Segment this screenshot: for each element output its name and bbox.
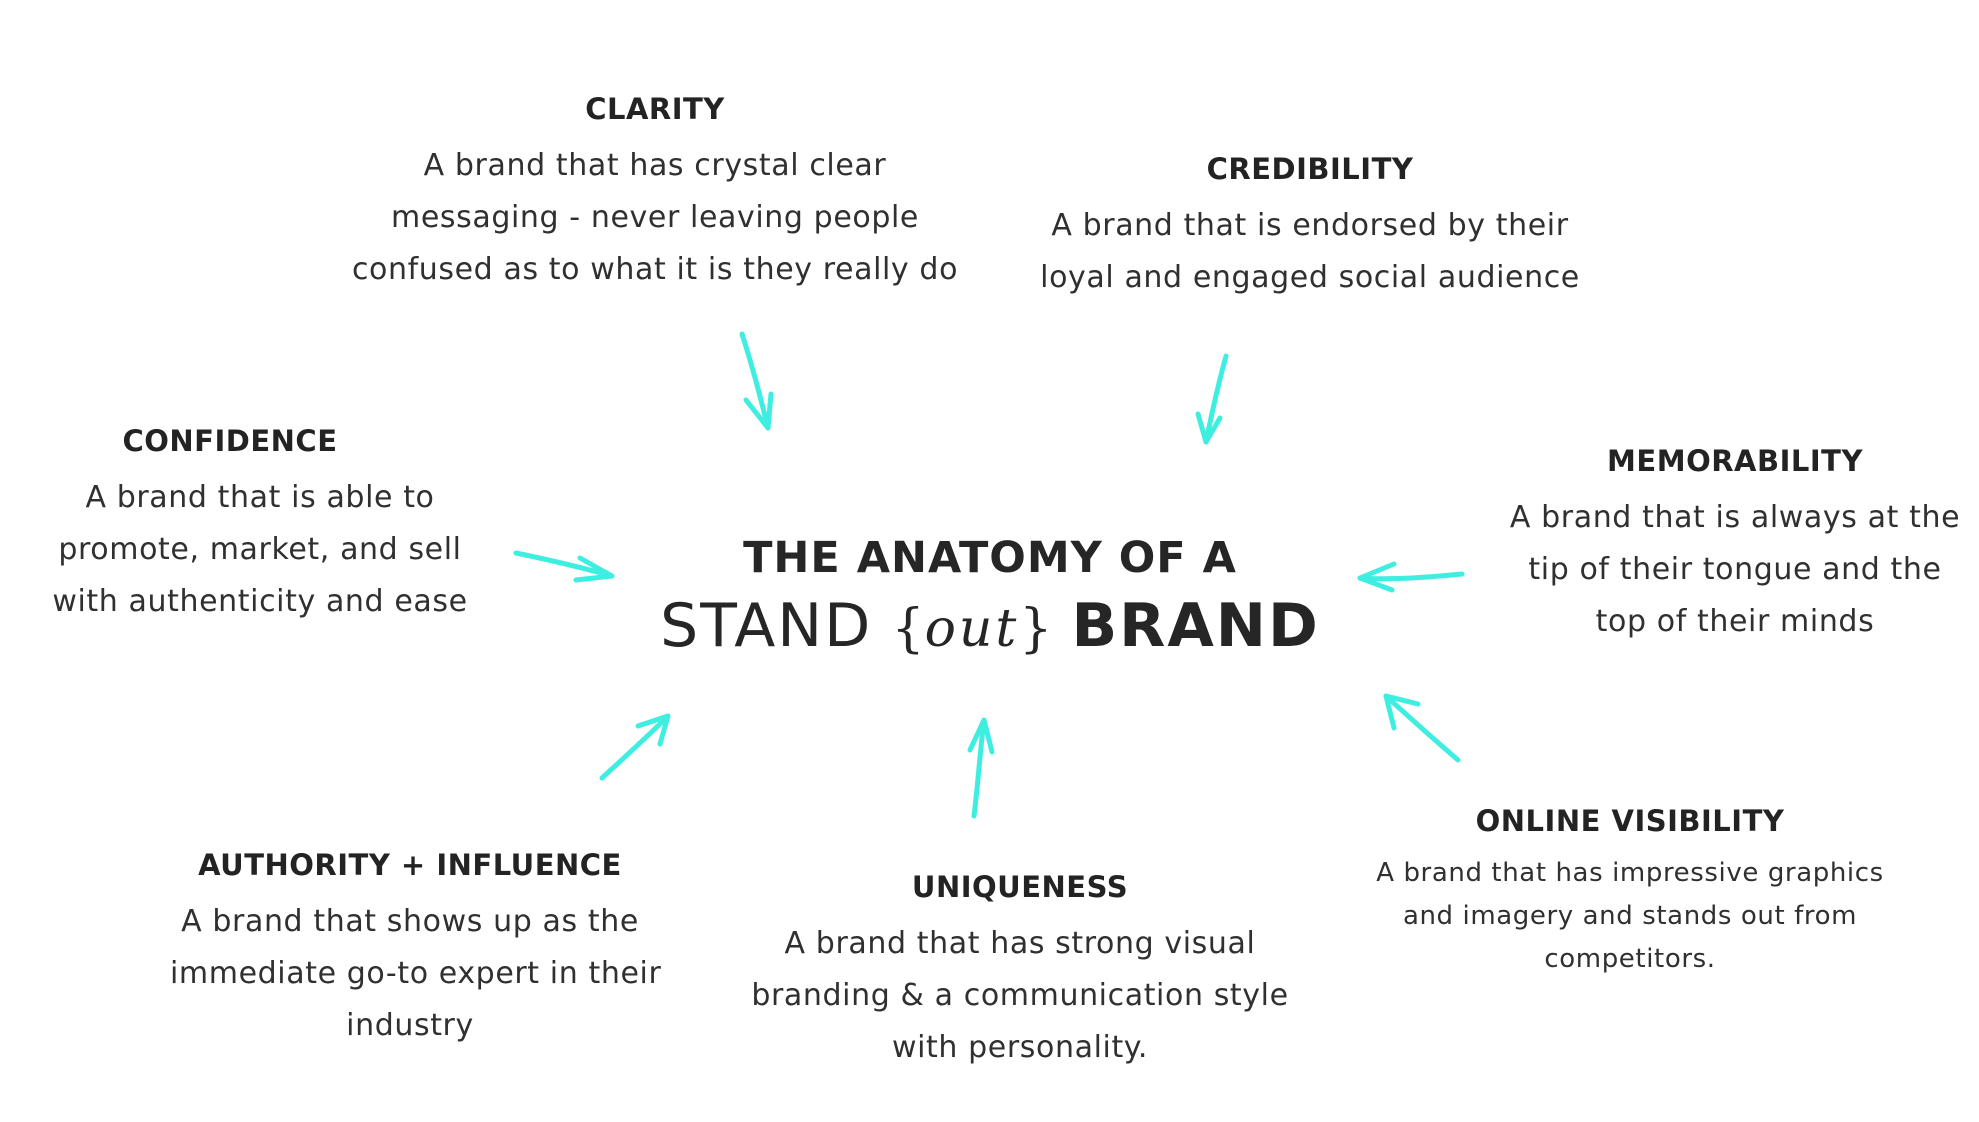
close-brace: }	[1019, 599, 1053, 659]
arrow-from-memorability-shaft	[1357, 571, 1465, 582]
center-title-line-1: THE ANATOMY OF A	[743, 533, 1237, 583]
memorability-line-3: top of their minds	[1595, 604, 1875, 639]
arrow-from-credibility	[1195, 353, 1229, 445]
confidence-line-2: promote, market, and sell	[58, 532, 462, 567]
arrow-from-credibility-shaft	[1203, 353, 1229, 445]
out-word: out	[924, 599, 1020, 659]
center-title: THE ANATOMY OF A STAND {out} BRAND	[620, 528, 1360, 667]
uniqueness-title: UNIQUENESS	[911, 870, 1129, 904]
arrow-from-confidence-head	[573, 555, 615, 583]
open-brace: {	[891, 599, 925, 659]
confidence-block: CONFIDENCE A brand that is able to promo…	[50, 424, 470, 628]
online-visibility-block: ONLINE VISIBILITY A brand that has impre…	[1370, 804, 1890, 981]
arrow-from-uniqueness-shaft	[971, 717, 987, 819]
clarity-title: CLARITY	[585, 92, 725, 126]
clarity-line-1: A brand that has crystal clear	[423, 148, 887, 183]
authority-influence-line-2: immediate go-to expert in their	[170, 956, 662, 991]
arrow-from-online-visibility	[1383, 693, 1461, 763]
uniqueness-line-2: branding & a communication style	[751, 978, 1289, 1013]
online-visibility-line-3: competitors.	[1544, 944, 1716, 974]
uniqueness-line-1: A brand that has strong visual	[784, 926, 1256, 961]
memorability-block: MEMORABILITY A brand that is always at t…	[1500, 444, 1970, 648]
memorability-line-2: tip of their tongue and the	[1528, 552, 1942, 587]
memorability-line-1: A brand that is always at the	[1509, 500, 1961, 535]
authority-influence-title: AUTHORITY + INFLUENCE	[198, 848, 622, 882]
uniqueness-block: UNIQUENESS A brand that has strong visua…	[740, 870, 1300, 1074]
credibility-block: CREDIBILITY A brand that is endorsed by …	[1040, 152, 1580, 304]
authority-influence-block: AUTHORITY + INFLUENCE A brand that shows…	[170, 848, 662, 1052]
arrow-from-memorability	[1357, 561, 1465, 593]
arrow-from-uniqueness-head	[967, 717, 995, 755]
confidence-line-1: A brand that is able to	[85, 480, 435, 515]
confidence-title: CONFIDENCE	[122, 424, 338, 458]
arrow-from-clarity	[739, 331, 774, 431]
credibility-line-1: A brand that is endorsed by their	[1051, 208, 1569, 243]
arrow-from-confidence-shaft	[513, 550, 615, 579]
brand-word: BRAND	[1071, 591, 1320, 661]
uniqueness-line-3: with personality.	[891, 1030, 1149, 1065]
online-visibility-title: ONLINE VISIBILITY	[1475, 804, 1785, 838]
online-visibility-line-1: A brand that has impressive graphics	[1376, 858, 1884, 888]
memorability-title: MEMORABILITY	[1607, 444, 1863, 478]
arrow-from-memorability-head	[1357, 561, 1397, 593]
authority-influence-line-3: industry	[346, 1008, 474, 1043]
arrow-from-clarity-head	[743, 391, 774, 431]
authority-influence-line-1: A brand that shows up as the	[181, 904, 639, 939]
center-title-line-2: STAND {out} BRAND	[620, 588, 1360, 667]
arrow-from-credibility-head	[1195, 411, 1223, 445]
credibility-title: CREDIBILITY	[1206, 152, 1414, 186]
confidence-line-3: with authenticity and ease	[52, 584, 468, 619]
stand-word: STAND	[660, 591, 873, 661]
arrow-from-online-visibility-shaft	[1383, 693, 1461, 763]
arrow-from-authority-head	[635, 713, 671, 747]
arrow-from-clarity-shaft	[739, 331, 771, 431]
clarity-line-2: messaging - never leaving people	[391, 200, 919, 235]
arrow-from-authority	[599, 713, 671, 781]
credibility-line-2: loyal and engaged social audience	[1040, 260, 1580, 295]
online-visibility-line-2: and imagery and stands out from	[1402, 901, 1858, 931]
clarity-line-3: confused as to what it is they really do	[351, 252, 959, 287]
arrow-from-confidence	[513, 550, 615, 583]
arrow-from-online-visibility-head	[1383, 693, 1421, 731]
arrow-from-authority-shaft	[599, 713, 671, 781]
clarity-block: CLARITY A brand that has crystal clear m…	[340, 92, 970, 296]
arrow-from-uniqueness	[967, 717, 995, 819]
